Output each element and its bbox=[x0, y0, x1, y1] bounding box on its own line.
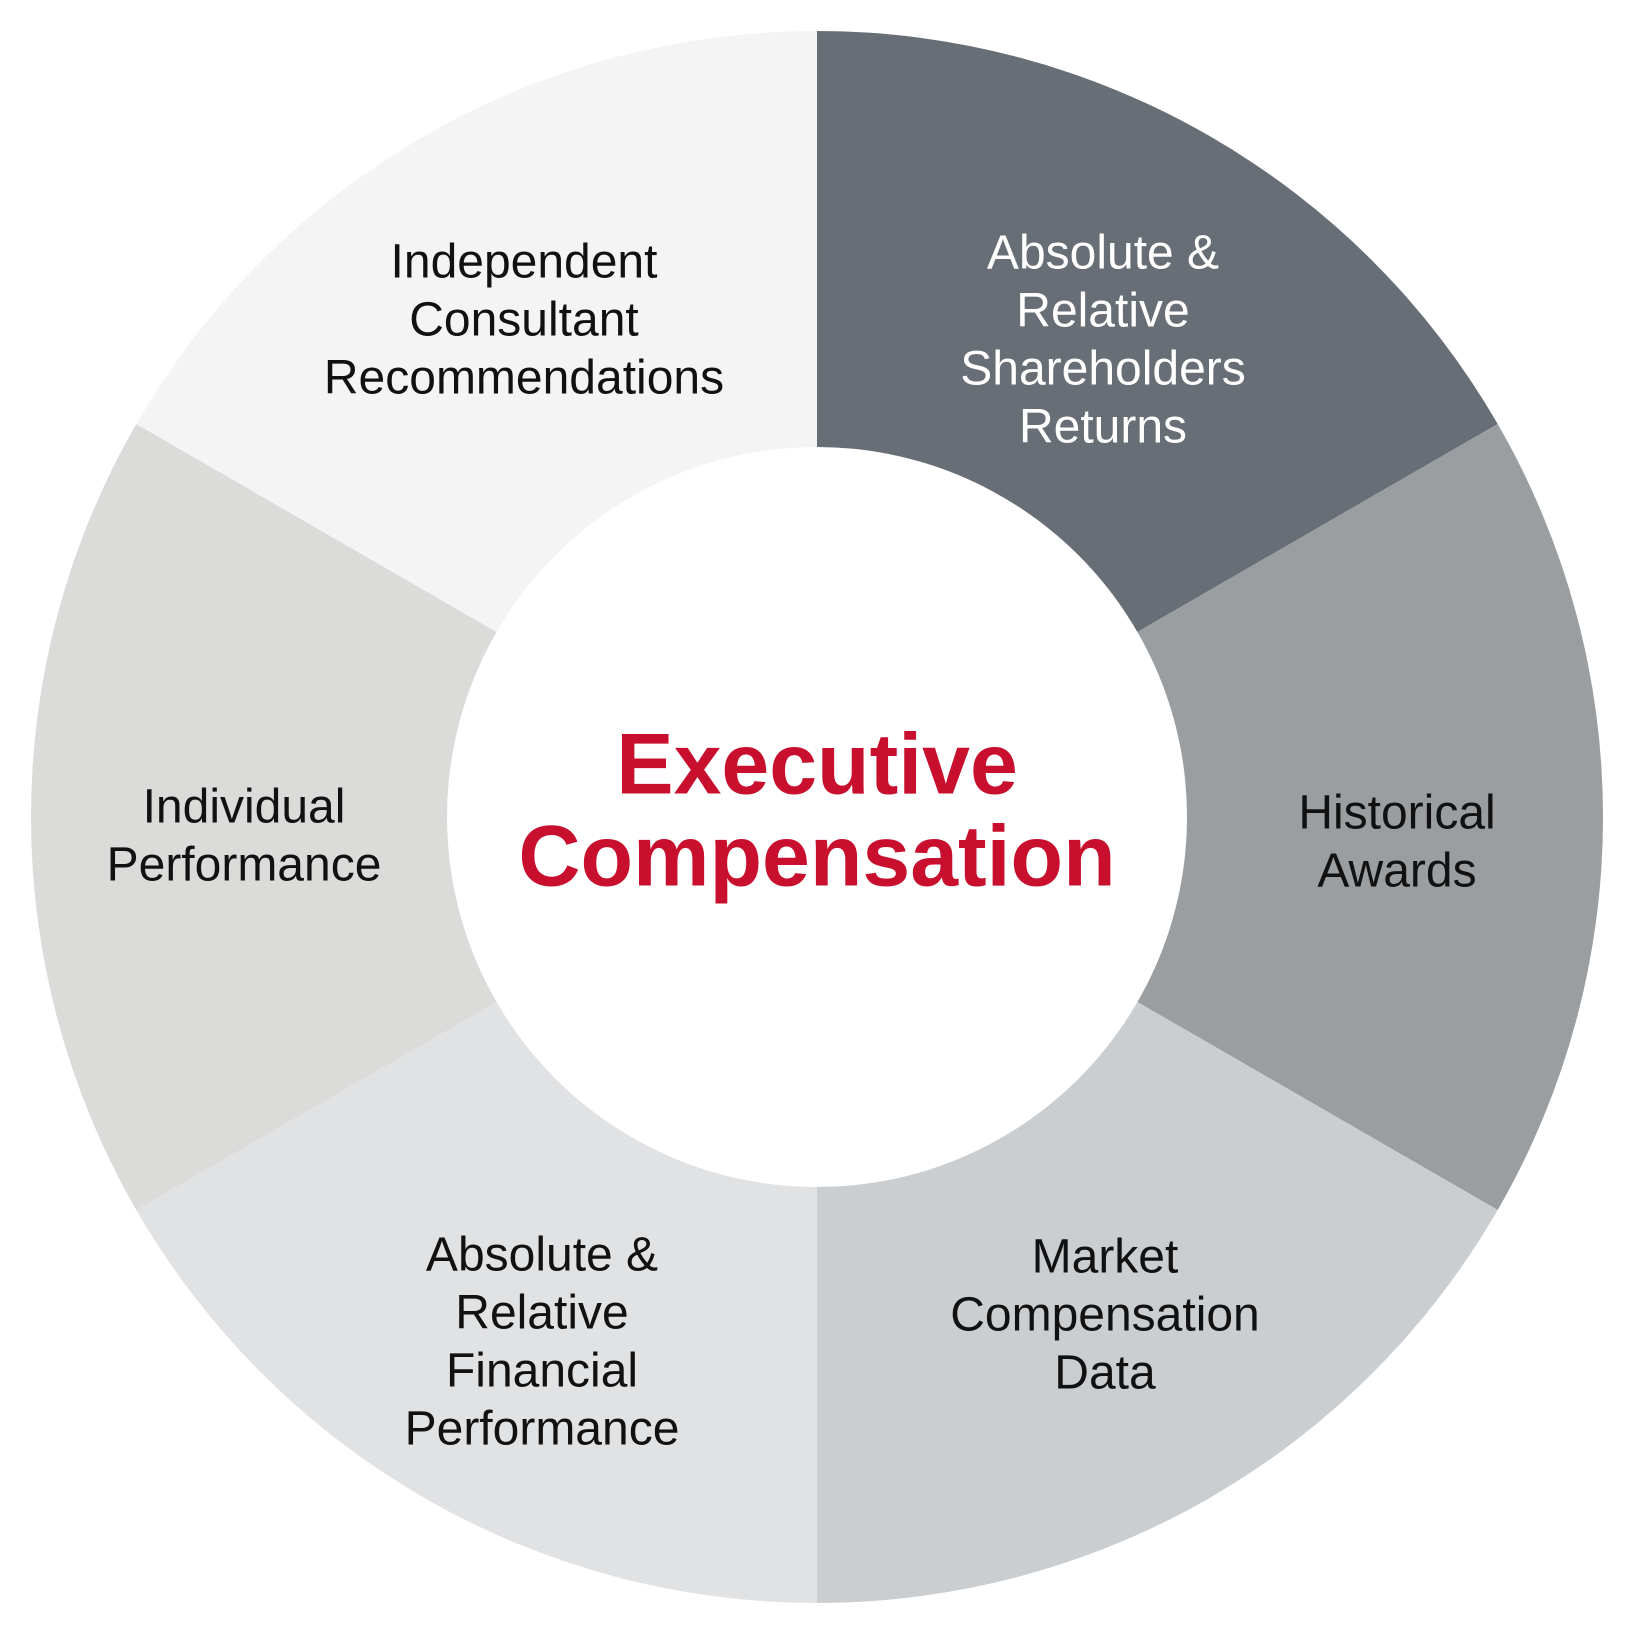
segment-label-line: Shareholders bbox=[960, 343, 1246, 396]
center-title-line: Compensation bbox=[518, 809, 1115, 905]
segment-label-line: Financial bbox=[446, 1345, 638, 1398]
center-hub bbox=[447, 447, 1187, 1187]
segment-label-line: Market bbox=[1032, 1231, 1179, 1284]
segment-individual-performance bbox=[30, 424, 818, 1210]
segment-label-line: Recommendations bbox=[324, 352, 724, 405]
segment-label-line: Returns bbox=[1019, 401, 1187, 454]
segment-label-line: Relative bbox=[455, 1287, 628, 1340]
segment-label-line: Compensation bbox=[950, 1289, 1260, 1342]
segment-label-line: Data bbox=[1054, 1347, 1156, 1400]
segment-label-line: Consultant bbox=[409, 294, 638, 347]
segment-label-line: Performance bbox=[107, 839, 382, 892]
segment-label-line: Independent bbox=[391, 236, 658, 289]
segment-label-line: Awards bbox=[1317, 845, 1476, 898]
segment-historical-awards bbox=[817, 424, 1604, 1210]
segment-label-line: Relative bbox=[1016, 285, 1189, 338]
segment-label-line: Absolute & bbox=[426, 1229, 658, 1282]
segment-label-line: Absolute & bbox=[987, 227, 1219, 280]
segment-label-line: Individual bbox=[143, 781, 346, 834]
center-title-line: Executive bbox=[616, 717, 1018, 813]
segment-label-line: Performance bbox=[405, 1403, 680, 1456]
segment-label-line: Historical bbox=[1298, 787, 1495, 840]
